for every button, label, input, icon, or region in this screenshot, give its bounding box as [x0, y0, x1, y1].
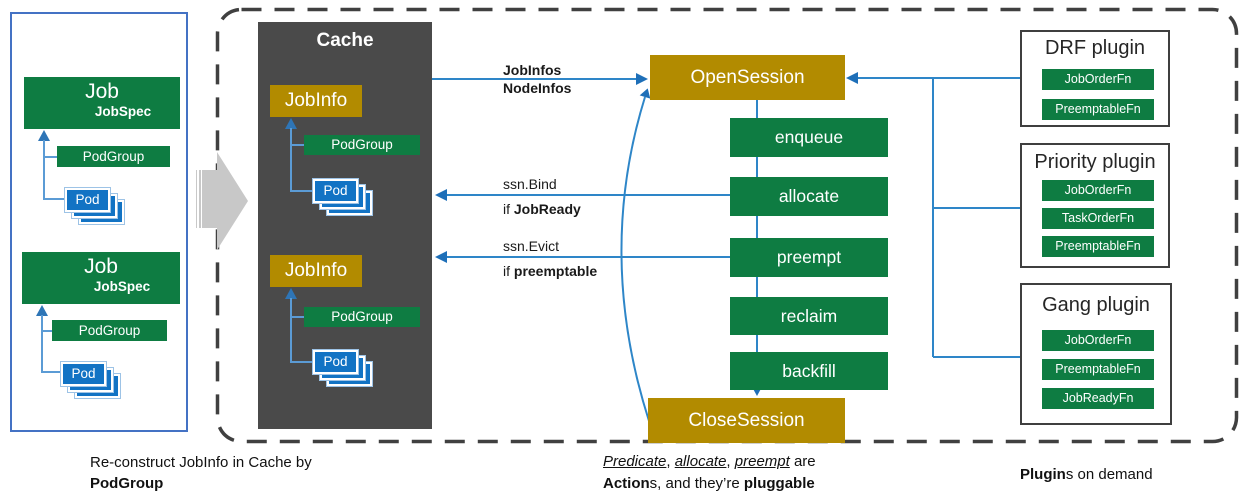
elbow-connector: [42, 371, 61, 373]
opensession-box: OpenSession: [650, 55, 845, 100]
term-pluggable: pluggable: [743, 475, 815, 492]
action-box-allocate: allocate: [730, 177, 888, 216]
podgroup-box: PodGroup: [57, 146, 170, 167]
pod-card: Pod: [61, 362, 106, 386]
kubernetes-objects-panel: Job JobSpec PodGroup Pod Job JobSpec Pod…: [10, 12, 188, 432]
elbow-connector: [291, 361, 313, 363]
arrowhead-ssn-evict: [435, 251, 447, 263]
jobspec-label: JobSpec: [94, 104, 152, 119]
elbow-connector: [291, 316, 304, 318]
ssn-evict-condition: if preemptable: [503, 263, 597, 279]
plugin-fn-box: PreemptableFn: [1042, 359, 1154, 380]
term-predicate: Predicate: [603, 453, 667, 470]
separator: ,: [666, 453, 675, 470]
right-chevron-arrow-icon: [196, 152, 248, 250]
plugin-fn-box: JobOrderFn: [1042, 69, 1154, 90]
right-caption-rest: s on demand: [1065, 466, 1153, 483]
term-plugin: Plugin: [1020, 466, 1066, 483]
arrowhead-into-opensession-left: [636, 73, 648, 85]
middle-text: s, and they’re: [649, 475, 744, 492]
arrow-up-icon: [38, 130, 50, 141]
plugin-fn-box: JobOrderFn: [1042, 330, 1154, 351]
elbow-connector: [44, 156, 57, 158]
job-box: Job JobSpec: [24, 77, 180, 129]
arrowhead-loop-into-opensession: [639, 88, 651, 99]
pod-stack: Pod: [313, 350, 372, 386]
nodeinfos-label: NodeInfos: [503, 80, 572, 96]
priority-plugin-box: Priority plugin JobOrderFn TaskOrderFn P…: [1020, 143, 1170, 268]
pod-stack: Pod: [61, 362, 120, 398]
plugin-title: Gang plugin: [1042, 294, 1150, 316]
plugin-fn-box: PreemptableFn: [1042, 99, 1154, 120]
left-caption: Re-construct JobInfo in Cache by PodGrou…: [90, 452, 312, 494]
ssn-bind-condition: if JobReady: [503, 201, 581, 217]
gang-plugin-box: Gang plugin JobOrderFn PreemptableFn Job…: [1020, 283, 1172, 425]
action-box-enqueue: enqueue: [730, 118, 888, 157]
pod-card: Pod: [313, 179, 358, 203]
left-caption-line2: PodGroup: [90, 475, 164, 492]
elbow-connector: [291, 190, 313, 192]
left-caption-line1: Re-construct JobInfo in Cache by: [90, 454, 312, 471]
elbow-connector: [43, 140, 45, 200]
drf-plugin-box: DRF plugin JobOrderFn PreemptableFn: [1020, 30, 1170, 127]
ssn-evict-label: ssn.Evict: [503, 238, 560, 254]
arrow-up-icon: [36, 305, 48, 316]
arrowhead-ssn-bind: [435, 189, 447, 201]
podgroup-box: PodGroup: [52, 320, 167, 341]
condition-term: JobReady: [513, 201, 581, 217]
closesession-box: CloseSession: [648, 398, 845, 443]
jobinfo-box: JobInfo: [270, 85, 362, 117]
job-title: Job: [84, 255, 118, 278]
jobinfo-box: JobInfo: [270, 255, 362, 287]
plugin-fn-box: TaskOrderFn: [1042, 208, 1154, 229]
cache-to-open-label: JobInfos NodeInfos: [503, 61, 571, 97]
condition-prefix: if: [503, 263, 514, 279]
cache-box: Cache JobInfo PodGroup Pod JobInfo PodGr…: [258, 22, 432, 429]
term-action: Action: [603, 475, 650, 492]
arrowhead-into-opensession-right: [846, 72, 858, 84]
plugin-title: Priority plugin: [1034, 151, 1156, 173]
condition-term: preemptable: [513, 263, 598, 279]
job-title: Job: [85, 80, 119, 103]
elbow-connector: [291, 144, 304, 146]
plugin-fn-box: PreemptableFn: [1042, 236, 1154, 257]
term-preempt: preempt: [734, 453, 790, 470]
elbow-connector: [44, 198, 65, 200]
plugin-fn-box: JobReadyFn: [1042, 388, 1154, 409]
plugin-fn-box: JobOrderFn: [1042, 180, 1154, 201]
ssn-bind-label: ssn.Bind: [503, 176, 557, 192]
pod-card: Pod: [313, 350, 358, 374]
job-box: Job JobSpec: [22, 252, 180, 304]
pod-card: Pod: [65, 188, 110, 212]
separator: ,: [726, 453, 735, 470]
right-caption: Plugins on demand: [1020, 464, 1153, 485]
action-box-backfill: backfill: [730, 352, 888, 390]
plugin-title: DRF plugin: [1044, 37, 1146, 59]
podgroup-box: PodGroup: [304, 135, 420, 155]
term-allocate: allocate: [674, 453, 727, 470]
condition-prefix: if: [503, 201, 514, 217]
elbow-connector: [290, 298, 292, 363]
jobspec-label: JobSpec: [93, 279, 151, 294]
elbow-connector: [42, 330, 52, 332]
jobinfos-label: JobInfos: [503, 62, 562, 78]
cache-title: Cache: [316, 30, 374, 51]
elbow-connector: [290, 128, 292, 192]
action-box-reclaim: reclaim: [730, 297, 888, 335]
middle-caption: Predicate, allocate, preempt are Actions…: [603, 451, 816, 495]
middle-caption-line1: Predicate, allocate, preempt are: [603, 451, 816, 473]
podgroup-box: PodGroup: [304, 307, 420, 327]
edge-closesession-to-opensession: [620, 96, 650, 422]
pod-stack: Pod: [313, 179, 372, 215]
suffix: are: [789, 453, 816, 470]
pod-stack: Pod: [65, 188, 124, 224]
action-box-preempt: preempt: [730, 238, 888, 277]
middle-caption-line2: Actions, and they’re pluggable: [603, 473, 816, 495]
elbow-connector: [41, 315, 43, 373]
